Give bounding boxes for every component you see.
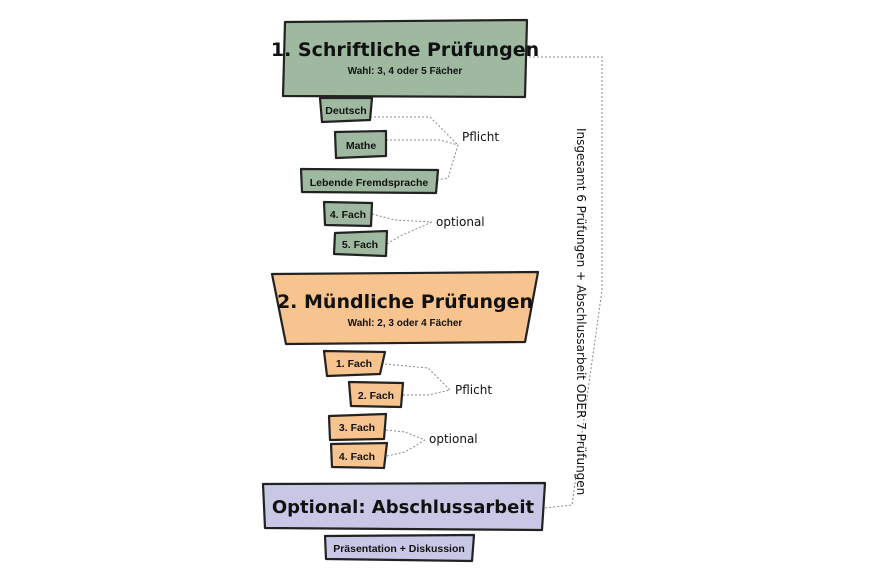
thesis-title: Optional: Abschlussarbeit (272, 497, 535, 518)
section-oral-exams: 2. Mündliche Prüfungen Wahl: 2, 3 oder 4… (270, 270, 540, 470)
item-fach5-box (332, 229, 389, 258)
connectors (370, 56, 603, 509)
item-mathe-box (333, 129, 388, 160)
connector-mathe (386, 139, 459, 146)
written-exams-title: 1. Schriftliche Prüfungen (271, 39, 539, 61)
oral-item-fach1-box (322, 349, 387, 378)
oral-exams-header (270, 270, 540, 346)
oral-exams-title: 2. Mündliche Prüfungen (277, 291, 533, 313)
oral-item-fach2-box (347, 380, 405, 409)
thesis-header (261, 481, 547, 532)
oral-item-fach3-box (327, 412, 388, 442)
item-fach4-box (322, 200, 374, 228)
item-fach5-label: 5. Fach (342, 239, 378, 251)
connector-fremdsprache (436, 144, 459, 181)
side-bracket (525, 56, 603, 509)
oral-item-fach3-label: 3. Fach (339, 422, 375, 434)
connector-m-fach2 (403, 389, 451, 396)
item-deutsch-box (318, 96, 374, 124)
connector-fach4 (371, 213, 433, 223)
oral-mandatory-label: Pflicht (455, 383, 492, 397)
item-mathe-label: Mathe (346, 140, 376, 152)
oral-item-fach4-label: 4. Fach (339, 451, 375, 463)
thesis-item-box (323, 533, 476, 563)
item-fremdsprache-box (299, 167, 440, 195)
oral-exams-subtitle: Wahl: 2, 3 oder 4 Fächer (348, 318, 463, 329)
section-final-thesis: Optional: Abschlussarbeit Präsentation +… (261, 481, 547, 563)
side-total-note: Insgesamt 6 Prüfungen + Abschlussarbeit … (574, 128, 588, 495)
item-deutsch-label: Deutsch (325, 105, 366, 117)
oral-optional-label: optional (429, 432, 478, 446)
oral-item-fach4-box (329, 441, 389, 470)
connector-deutsch (370, 116, 459, 146)
connector-fach5 (386, 221, 433, 245)
written-exams-subtitle: Wahl: 3, 4 oder 5 Fächer (348, 66, 463, 77)
oral-item-fach2-label: 2. Fach (358, 390, 394, 402)
written-optional-label: optional (436, 215, 485, 229)
written-mandatory-label: Pflicht (462, 130, 499, 144)
thesis-item-label: Präsentation + Diskussion (333, 543, 465, 555)
connector-m-fach3 (385, 429, 426, 441)
item-fremdsprache-label: Lebende Fremdsprache (310, 177, 429, 189)
section-written-exams: 1. Schriftliche Prüfungen Wahl: 3, 4 ode… (271, 18, 539, 258)
connector-m-fach4 (386, 439, 426, 457)
written-exams-header (281, 18, 529, 99)
oral-item-fach1-label: 1. Fach (336, 358, 372, 370)
item-fach4-label: 4. Fach (330, 209, 366, 221)
